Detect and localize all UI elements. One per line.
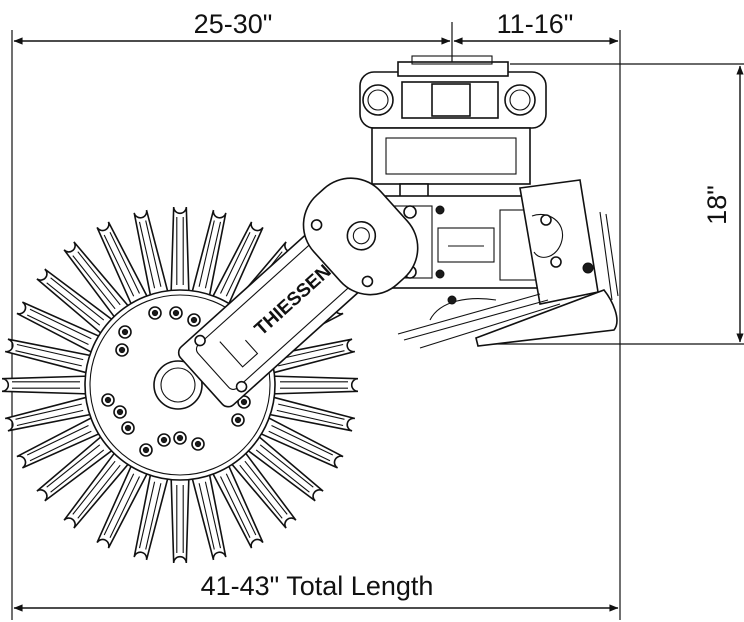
wheel-tine-slot <box>103 231 140 297</box>
wheel-tine-slot <box>220 231 257 297</box>
arm-bolt-a <box>310 219 323 231</box>
hub-bolt-center <box>142 446 150 454</box>
wheel-hub-rim <box>89 294 271 476</box>
row-cleaner-fingers <box>397 293 561 349</box>
wheel-tine-slot <box>276 403 345 427</box>
height-label: 18" <box>702 185 732 225</box>
wheel-tine-slot <box>198 220 222 289</box>
wheel-tine <box>4 395 97 432</box>
wheel-tine <box>263 338 356 375</box>
wheel-axle-inner <box>160 367 196 403</box>
plate-bolt-2 <box>550 256 562 268</box>
hub-bolts <box>101 306 251 457</box>
spring-rod <box>599 211 619 301</box>
wheel-tine <box>1 375 93 395</box>
right-bearing-inner <box>509 89 531 111</box>
total-length-label: 41-43" Total Length <box>201 571 434 601</box>
wheel-tine-slot <box>220 473 257 539</box>
wheel-tine <box>190 468 227 561</box>
mount-plate-inner <box>385 137 517 175</box>
hub-bolt-center <box>104 396 112 404</box>
wheel-tine-slot <box>138 481 162 550</box>
arm-pivot-inner <box>352 227 370 245</box>
spring-nut <box>582 262 594 274</box>
front-width-label: 25-30" <box>194 9 273 39</box>
wheel-tine-slot <box>26 308 92 345</box>
rear-width-label: 11-16" <box>497 9 574 39</box>
wheel-tine <box>242 432 324 502</box>
arm-pivot-bolt <box>346 220 377 251</box>
dimension-lines <box>11 22 744 620</box>
wheel-tine-slot <box>15 343 84 367</box>
hub-bolt-center <box>234 416 242 424</box>
hub-bolt-center <box>121 328 129 336</box>
wheel-tine <box>263 395 356 432</box>
wheel-tine <box>133 209 170 302</box>
wheel-tine-slot <box>239 460 288 519</box>
wheel-tine <box>170 206 190 298</box>
top-clamp-cap <box>397 61 509 77</box>
wheel-tine-slot <box>176 217 184 285</box>
wheel-tine <box>170 472 190 564</box>
finger-nut <box>447 295 457 305</box>
hub-bolt-center <box>116 408 124 416</box>
wheel-tine-slot <box>12 381 80 389</box>
arm-bolt-c <box>194 334 206 347</box>
wheel-tine-slot <box>15 403 84 427</box>
plate-bolt-1 <box>540 214 552 226</box>
hub-bolt-center <box>240 398 248 406</box>
linkage-slot <box>437 227 495 263</box>
wheel-tine-slot <box>198 481 222 550</box>
mounting-frame <box>359 55 619 349</box>
wheel-tine-slot <box>276 343 345 367</box>
left-bearing <box>362 84 394 116</box>
finger-curve <box>429 298 497 321</box>
wheel-tine-slot <box>176 485 184 553</box>
hub-bolt-center <box>172 309 180 317</box>
wheel-tine-slot <box>138 220 162 289</box>
hub-bolt-center <box>124 424 132 432</box>
wheel-tine-slot <box>103 473 140 539</box>
wheel-tine <box>36 268 118 338</box>
wheel-tine-slot <box>280 381 348 389</box>
hub-bolt-center <box>160 436 168 444</box>
hub-bolt-center <box>151 309 159 317</box>
wheel-tine <box>190 209 227 302</box>
wheel-tine <box>4 338 97 375</box>
spiked-closing-wheel <box>1 206 359 564</box>
linkage-bolt-1 <box>403 205 417 219</box>
left-bearing-inner <box>367 89 389 111</box>
linkage-nut-2 <box>435 269 445 279</box>
mount-plate <box>371 127 531 185</box>
wheel-tines <box>1 206 359 564</box>
wheel-tine-slot <box>26 425 92 462</box>
hub-bolt-center <box>118 346 126 354</box>
right-bearing <box>504 84 536 116</box>
wheel-tine <box>63 447 133 529</box>
wheel-tine-slot <box>46 277 105 326</box>
hub-bolt-center <box>176 434 184 442</box>
wheel-tine-slot <box>255 444 314 493</box>
wheel-tine <box>36 432 118 502</box>
clamp-block <box>431 83 471 117</box>
wheel-tine-slot <box>72 251 121 310</box>
linkage-nut-1 <box>435 205 445 215</box>
wheel-tine-slot <box>72 460 121 519</box>
hub-bolt-center <box>194 440 202 448</box>
hub-bolt-center <box>190 316 198 324</box>
wheel-tine <box>133 468 170 561</box>
wheel-tine <box>267 375 359 395</box>
arm-slot <box>219 339 259 368</box>
arm-bolt-b <box>361 275 374 288</box>
lower-arm <box>475 289 618 347</box>
top-clamp-plate <box>411 55 493 65</box>
wheel-tine <box>227 447 297 529</box>
arm-bolt-d <box>235 380 248 393</box>
wheel-tine <box>63 241 133 323</box>
wheel-tine-slot <box>46 444 105 493</box>
wheel-tine-slot <box>268 425 334 462</box>
